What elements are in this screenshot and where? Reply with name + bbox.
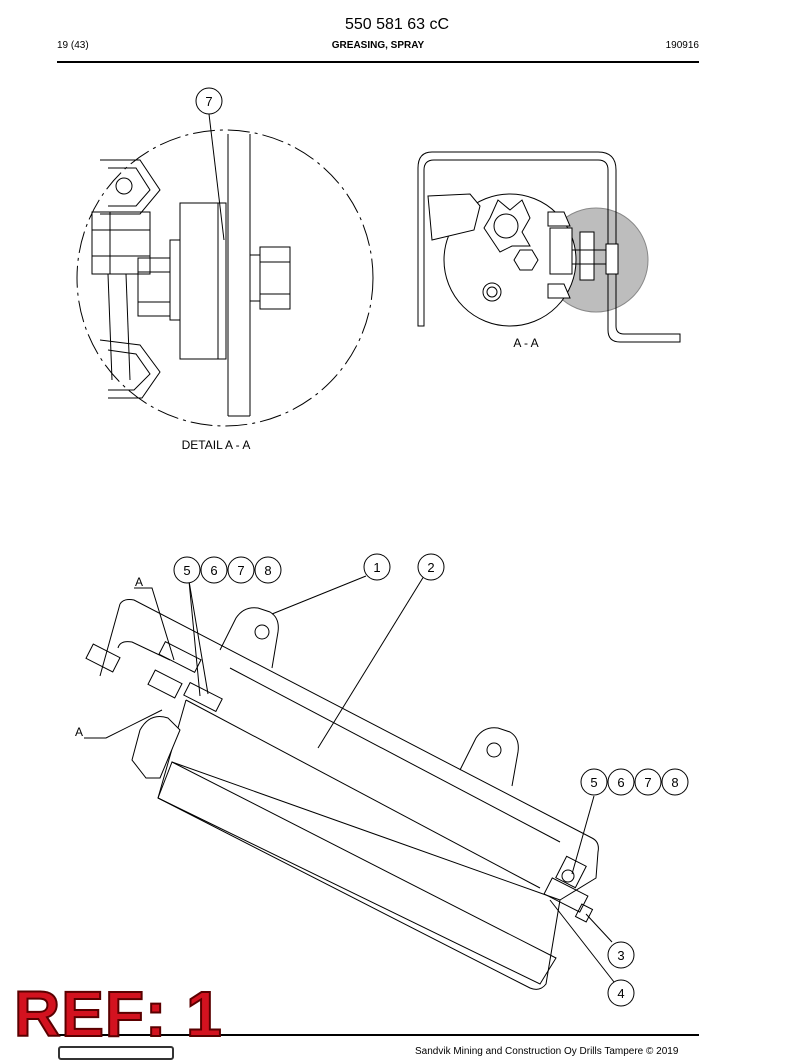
page-title: GREASING, SPRAY — [331, 40, 425, 51]
page-count: 19 (43) — [57, 40, 89, 51]
callout-6: 6 — [210, 563, 217, 578]
header-rule — [57, 61, 699, 63]
svg-text:1: 1 — [373, 560, 380, 575]
date-code: 190916 — [665, 40, 699, 51]
section-label: A - A — [513, 336, 538, 350]
svg-text:4: 4 — [617, 986, 624, 1001]
detail-boundary — [76, 129, 374, 427]
callout-7: 7 — [237, 563, 244, 578]
callout-3: 3 — [607, 941, 635, 969]
callout-2: 2 — [417, 553, 445, 581]
callout-6: 6 — [617, 775, 624, 790]
section-view — [417, 151, 681, 343]
callout-4: 4 — [607, 979, 635, 1007]
svg-text:3: 3 — [617, 948, 624, 963]
copyright-text: Sandvik Mining and Construction Oy Drill… — [415, 1046, 679, 1057]
footer-rule — [57, 1034, 699, 1036]
section-marker-top: A — [135, 575, 143, 589]
callout-5: 5 — [183, 563, 190, 578]
callout-7-top: 7 — [195, 87, 223, 115]
callout-group-5678-right: 5 6 7 8 — [580, 768, 689, 796]
detail-label: DETAIL A - A — [182, 438, 251, 452]
callout-5: 5 — [590, 775, 597, 790]
callout-1: 1 — [363, 553, 391, 581]
document-number: 550 581 63 cC — [344, 16, 450, 33]
callout-7: 7 — [644, 775, 651, 790]
ref-stamp: REF: 1 — [13, 978, 223, 1050]
callout-group-5678-left: 5 6 7 8 — [173, 556, 282, 584]
svg-text:7: 7 — [205, 94, 212, 109]
callout-8: 8 — [671, 775, 678, 790]
detail-view — [76, 129, 374, 427]
section-marker-bottom: A — [75, 725, 83, 739]
svg-text:2: 2 — [427, 560, 434, 575]
callout-8: 8 — [264, 563, 271, 578]
assembly-view — [85, 599, 599, 990]
leader-lines — [84, 113, 615, 983]
